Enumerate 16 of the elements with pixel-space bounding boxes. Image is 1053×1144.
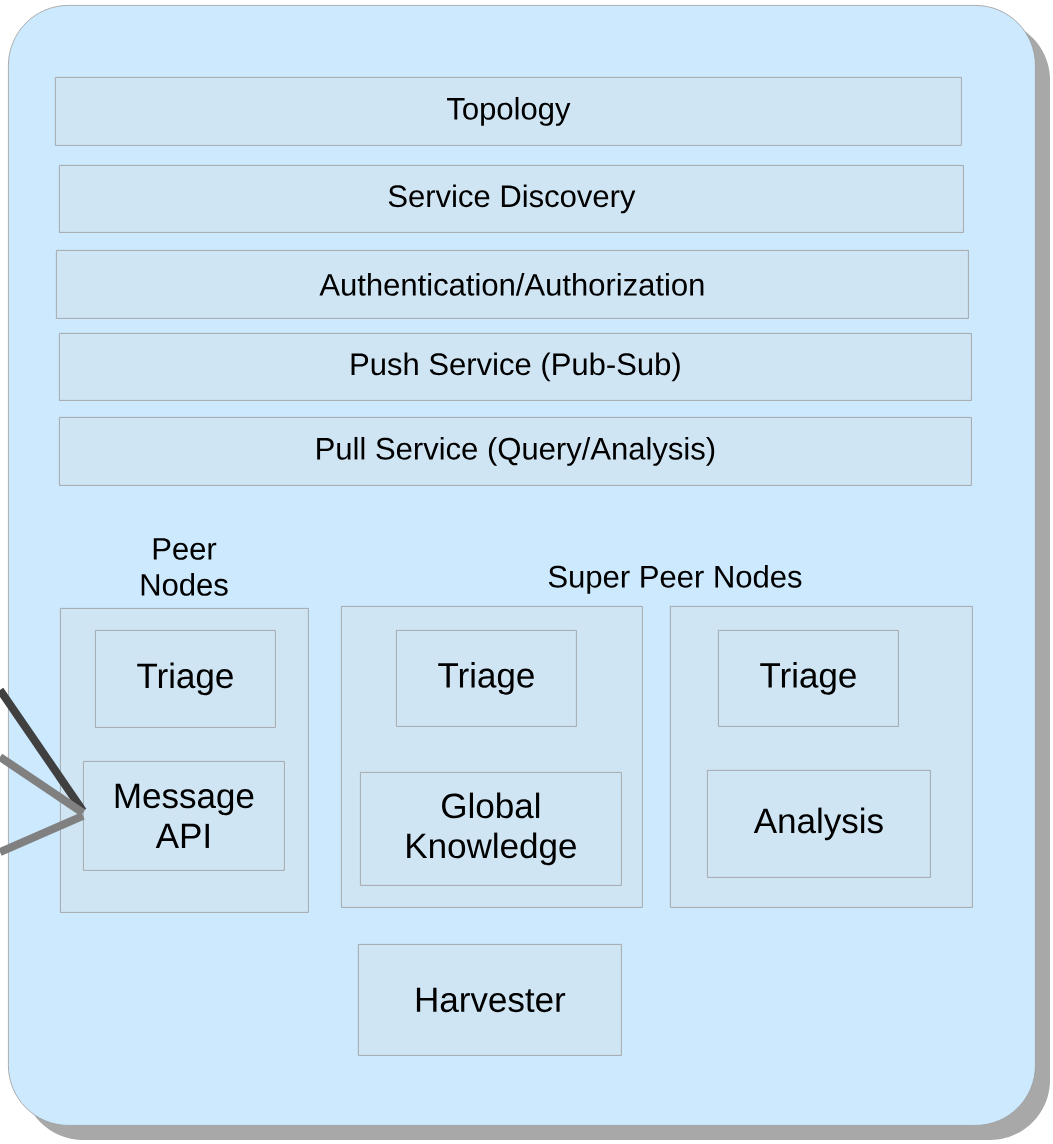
component-box: Global Knowledge	[360, 772, 622, 886]
component-box: Triage	[396, 630, 577, 727]
component-box: Message API	[83, 761, 285, 871]
connector-line	[0, 812, 85, 856]
group-heading: Super Peer Nodes	[548, 564, 802, 594]
node-label: Peer Nodes	[141, 538, 228, 596]
layer-box: Service Discovery	[59, 165, 964, 233]
layer-box: Authentication/Authorization	[56, 250, 969, 319]
component-box: Triage	[95, 630, 276, 728]
component-box: Harvester	[358, 944, 622, 1056]
layer-box: Pull Service (Query/Analysis)	[59, 417, 972, 486]
connector-line	[0, 753, 86, 817]
component-box: Analysis	[707, 770, 931, 878]
component-box: Triage	[718, 630, 899, 727]
layer-box: Topology	[55, 77, 962, 146]
layer-box: Push Service (Pub-Sub)	[59, 333, 972, 401]
